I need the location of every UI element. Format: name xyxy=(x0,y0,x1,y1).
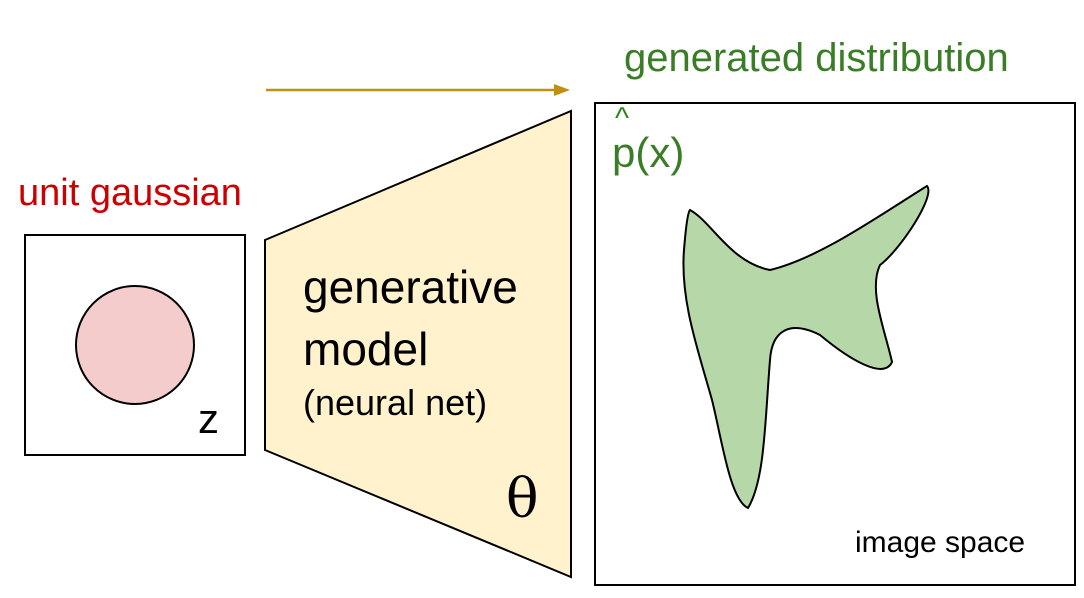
generated-distribution-blob xyxy=(682,184,930,510)
model-label-line2: model xyxy=(303,323,429,375)
model-label-line1: generative xyxy=(303,261,518,313)
z-label: z xyxy=(198,395,219,442)
flow-arrow-head xyxy=(554,84,570,96)
p-hat-label: p(x) xyxy=(612,129,685,176)
gaussian-circle xyxy=(75,285,195,405)
generated-distribution-label: generated distribution xyxy=(624,36,1009,80)
unit-gaussian-label: unit gaussian xyxy=(18,172,242,214)
theta-symbol: θ xyxy=(506,467,539,530)
generative-model-trapezoid xyxy=(264,109,572,579)
model-label-line3: (neural net) xyxy=(303,382,488,423)
p-hat-caret: ^ xyxy=(615,102,630,135)
image-space-label: image space xyxy=(855,526,1026,559)
